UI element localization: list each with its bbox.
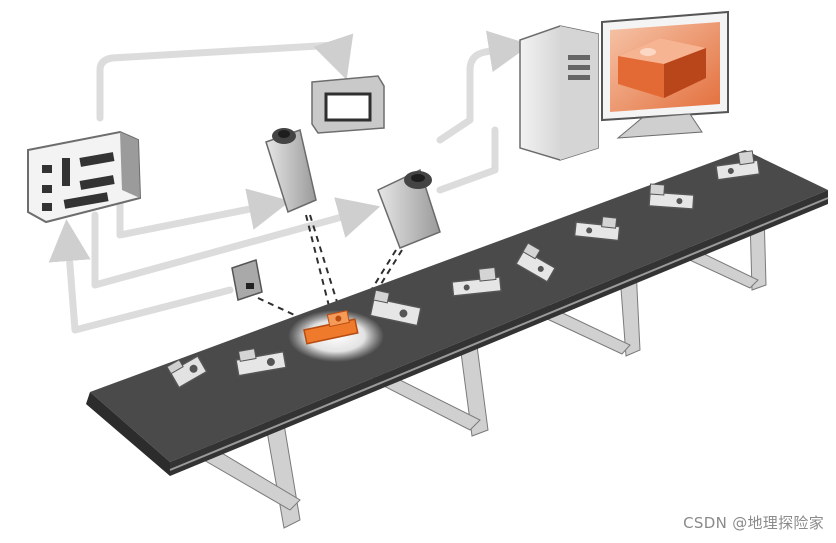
- conveyor-belt-icon: [86, 150, 828, 528]
- arrow-camera2-to-pc: [440, 130, 495, 190]
- camera-icon-2: [378, 170, 440, 248]
- arrow-camera-to-pc: [440, 48, 510, 140]
- pc-tower-icon: [520, 26, 598, 160]
- display-unit-icon: [312, 76, 384, 133]
- camera-icon: [266, 128, 316, 212]
- arrow-controller-to-camera1: [120, 200, 270, 235]
- sensor-icon: [232, 260, 262, 300]
- monitor-icon: [602, 12, 728, 138]
- watermark-text: CSDN @地理探险家: [683, 512, 824, 533]
- arrow-controller-to-display: [100, 45, 340, 118]
